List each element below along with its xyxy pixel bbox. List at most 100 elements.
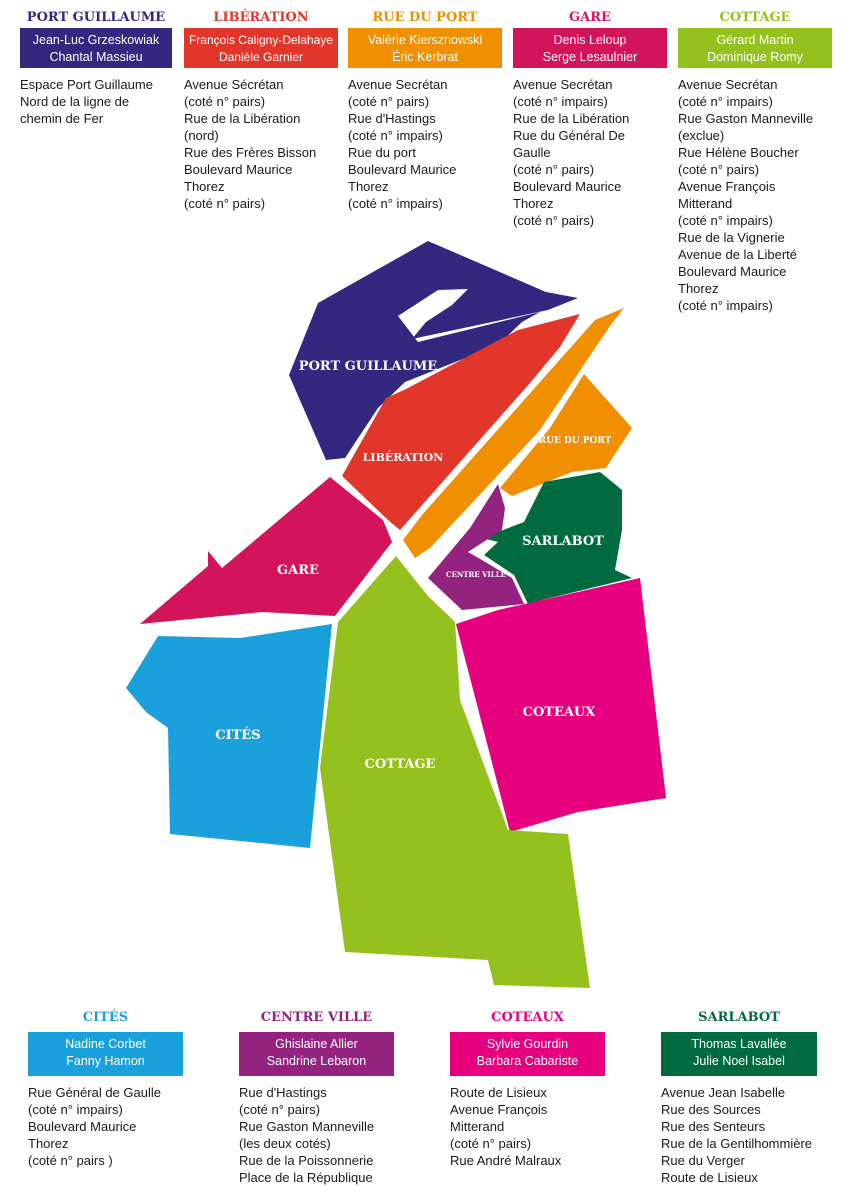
street-line: Rue d'Hastings — [348, 111, 436, 126]
street-line: Rue Gaston Manneville — [678, 111, 814, 126]
street-line: Rue du port — [348, 145, 416, 160]
district-title: GARE — [569, 10, 611, 25]
street-line: Rue d'Hastings — [239, 1085, 327, 1100]
street-line: Boulevard Maurice — [28, 1119, 137, 1134]
street-line: Rue du Verger — [661, 1153, 745, 1168]
councillor-name: Serge Lesaulnier — [542, 50, 638, 64]
street-line: Avenue Secrétan — [678, 77, 778, 92]
district-title: RUE DU PORT — [372, 10, 478, 25]
street-line: chemin de Fer — [20, 111, 104, 126]
street-line: (coté n° impairs) — [678, 94, 773, 109]
zone-coteaux — [456, 578, 666, 832]
street-line: Boulevard Maurice — [678, 264, 787, 279]
map-label-cites: CITÉS — [215, 727, 260, 743]
zone-liberation — [342, 314, 580, 530]
street-line: Rue de la Libération — [184, 111, 301, 126]
street-line: (coté n° pairs) — [184, 196, 266, 211]
councillor-name: Julie Noel Isabel — [693, 1054, 785, 1068]
street-line: Rue Général de Gaulle — [28, 1085, 161, 1100]
street-line: Rue André Malraux — [450, 1153, 562, 1168]
councillor-name: Thomas Lavallée — [691, 1037, 787, 1051]
street-line: Boulevard Maurice — [513, 179, 622, 194]
street-line: (coté n° impairs) — [348, 128, 443, 143]
street-line: (nord) — [184, 128, 219, 143]
district-gare: GARE Denis Leloup Serge Lesaulnier Avenu… — [513, 10, 667, 229]
councillors-box: Nadine Corbet Fanny Hamon — [28, 1032, 183, 1076]
zone-cottage — [320, 556, 590, 988]
street-list: Avenue Secrétan(coté n° impairs)Rue de l… — [513, 76, 667, 229]
street-line: Rue des Senteurs — [661, 1119, 766, 1134]
councillor-name: Danièle Garnier — [218, 50, 304, 64]
street-line: Thorez — [184, 179, 225, 194]
street-line: Avenue Sécrétan — [184, 77, 284, 92]
street-line: (coté n° impairs) — [513, 94, 608, 109]
street-line: Espace Port Guillaume — [20, 77, 153, 92]
district-title: PORT GUILLAUME — [26, 10, 166, 25]
street-line: Place de la République — [239, 1170, 373, 1185]
street-line: Thorez — [348, 179, 389, 194]
street-line: Route de Lisieux — [661, 1170, 758, 1185]
street-line: (coté n° impairs) — [678, 213, 773, 228]
street-list: Rue d'Hastings (coté n° pairs) Rue Gaston … — [239, 1084, 394, 1186]
district-sarlabot: SARLABOT Thomas Lavallée Julie Noel Isab… — [661, 1010, 817, 1186]
street-line: Rue de la Poissonnerie — [239, 1153, 374, 1168]
street-line: Rue Gaston Manneville — [239, 1119, 375, 1134]
councillor-name: Chantal Massieu — [49, 50, 143, 64]
street-line: Avenue Secrétan — [513, 77, 613, 92]
district-title: LIBÉRATION — [213, 10, 309, 25]
street-line: (exclue) — [678, 128, 725, 143]
street-line: Avenue François — [678, 179, 776, 194]
street-line: Gaulle — [513, 145, 551, 160]
street-line: (coté n° impairs) — [348, 196, 443, 211]
street-line: (coté n° impairs) — [678, 298, 773, 313]
district-map: PORT GUILLAUME LIBÉRATION RUE DU PORT GA… — [126, 241, 666, 988]
district-title: CITÉS — [82, 1010, 129, 1025]
street-line: (coté n° pairs) — [348, 94, 430, 109]
street-line: Rue du Général De — [513, 128, 626, 143]
street-list: Rue Général de Gaulle(coté n° impairs)Bo… — [28, 1084, 183, 1169]
district-cites: CITÉS Nadine Corbet Fanny Hamon Rue Géné… — [28, 1010, 183, 1169]
district-liberation: LIBÉRATION François Caligny-Delahaye Dan… — [184, 10, 338, 212]
district-title: SARLABOT — [698, 1010, 780, 1025]
street-line: Rue de la Vignerie — [678, 230, 785, 245]
street-line: Boulevard Maurice — [348, 162, 457, 177]
district-centre-ville: CENTRE VILLE Ghislaine Allier Sandrine L… — [239, 1010, 394, 1186]
street-line: (coté n° pairs) — [513, 213, 595, 228]
councillor-name: Fanny Hamon — [66, 1054, 145, 1068]
street-line: (coté n° pairs) — [450, 1136, 532, 1151]
councillors-box: Thomas Lavallée Julie Noel Isabel — [661, 1032, 817, 1076]
councillors-box: François Caligny-Delahaye Danièle Garnie… — [184, 28, 338, 68]
councillor-name: Barbara Cabariste — [476, 1054, 579, 1068]
councillor-name: Gérard Martin — [716, 33, 794, 47]
street-line: Route de Lisieux — [450, 1085, 547, 1100]
district-rue-du-port: RUE DU PORT Valérie Kiersznowski Éric Ke… — [348, 10, 502, 212]
councillors-box: Sylvie Gourdin Barbara Cabariste — [450, 1032, 605, 1076]
street-list: Avenue Secrétan (coté n° impairs) Rue Gast… — [678, 76, 832, 314]
map-label-port-guillaume: PORT GUILLAUME — [299, 359, 437, 374]
street-line: Rue de la Gentilhommière — [661, 1136, 813, 1151]
street-line: (coté n° pairs ) — [28, 1153, 113, 1168]
councillor-name: Denis Leloup — [553, 33, 627, 47]
district-cottage: COTTAGE Gérard Martin Dominique Romy Ave… — [678, 10, 832, 314]
councillor-name: Sandrine Lebaron — [266, 1054, 367, 1068]
district-port-guillaume: PORT GUILLAUME Jean-Luc Grzeskowiak Chan… — [20, 10, 172, 127]
map-label-coteaux: COTEAUX — [523, 705, 597, 720]
councillor-name: Jean-Luc Grzeskowiak — [32, 33, 160, 47]
district-title: COTEAUX — [491, 1010, 564, 1025]
district-title: CENTRE VILLE — [260, 1010, 373, 1025]
councillor-name: Ghislaine Allier — [275, 1037, 358, 1051]
zone-gare — [140, 477, 392, 624]
street-line: Avenue Jean Isabelle — [661, 1085, 786, 1100]
street-line: (coté n° pairs) — [239, 1102, 321, 1117]
street-line: Avenue François — [450, 1102, 548, 1117]
map-label-centre-ville: CENTRE VILLE — [446, 570, 506, 579]
street-line: Mitterand — [450, 1119, 505, 1134]
street-line: (coté n° pairs) — [513, 162, 595, 177]
street-line: Nord de la ligne de — [20, 94, 130, 109]
map-label-liberation: LIBÉRATION — [363, 450, 444, 464]
councillor-name: Nadine Corbet — [65, 1037, 146, 1051]
street-line: (coté n° pairs) — [184, 94, 266, 109]
street-line: Thorez — [28, 1136, 69, 1151]
